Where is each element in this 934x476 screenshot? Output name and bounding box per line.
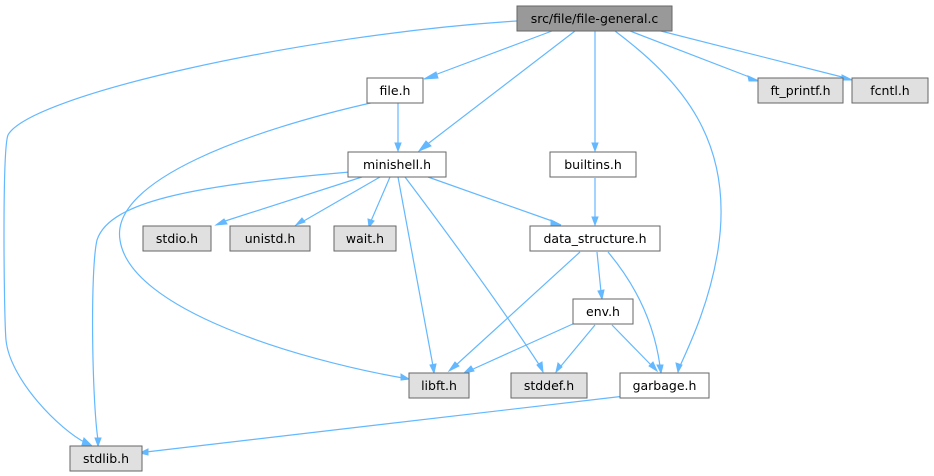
edge-file-minishell-arrow xyxy=(394,142,402,153)
node-garbage-h-label: garbage.h xyxy=(633,378,697,393)
edge-minishell-stdio-arrow xyxy=(214,218,228,226)
node-env-h-box xyxy=(572,298,634,325)
node-stdio-h[interactable]: stdio.h xyxy=(142,225,212,252)
edge-datastructure-garbage-arrow xyxy=(656,364,664,375)
node-file-h-box xyxy=(366,77,424,104)
edge-datastructure-env-arrow xyxy=(597,289,605,301)
node-ft-printf-h-box xyxy=(757,77,844,104)
edge-datastructure-libft-arrow xyxy=(447,361,460,373)
node-fcntl-h-label: fcntl.h xyxy=(870,83,909,98)
node-wait-h[interactable]: wait.h xyxy=(333,225,397,252)
node-garbage-h-box xyxy=(619,372,710,399)
node-builtins-h[interactable]: builtins.h xyxy=(549,151,637,178)
node-builtins-h-box xyxy=(549,151,637,178)
edge-minishell-unistd xyxy=(301,176,381,223)
edge-minishell-stdlib xyxy=(91,171,351,441)
edge-minishell-wait xyxy=(370,176,391,222)
edge-minishell-datastructure-arrow xyxy=(550,219,562,226)
edge-minishell-datastructure xyxy=(427,176,556,223)
edge-file-libft xyxy=(119,101,404,379)
node-stddef-h-label: stddef.h xyxy=(524,378,574,393)
node-stdlib-h[interactable]: stdlib.h xyxy=(69,445,143,472)
edge-datastructure-garbage xyxy=(607,251,661,367)
node-root-box xyxy=(516,5,673,32)
node-minishell-h-box xyxy=(347,151,447,178)
edge-env-libft xyxy=(470,322,576,371)
node-data-structure-h[interactable]: data_structure.h xyxy=(529,225,661,252)
edge-minishell-stddef-arrow xyxy=(536,361,544,374)
edge-root-file xyxy=(431,30,553,77)
node-unistd-h-label: unistd.h xyxy=(245,231,296,246)
node-data-structure-h-label: data_structure.h xyxy=(543,231,646,246)
dependency-edges xyxy=(3,20,853,456)
edge-env-libft-arrow xyxy=(462,365,475,374)
edge-root-ftprintf-arrow xyxy=(747,75,760,82)
node-unistd-h[interactable]: unistd.h xyxy=(229,225,311,252)
node-data-structure-h-box xyxy=(529,225,661,252)
edge-builtins-datastructure-arrow xyxy=(591,216,599,227)
node-libft-h-box xyxy=(408,372,470,399)
node-wait-h-box xyxy=(333,225,397,252)
node-stddef-h[interactable]: stddef.h xyxy=(510,372,588,399)
node-env-h[interactable]: env.h xyxy=(572,298,634,325)
edge-root-stdlib-arrow xyxy=(81,437,94,447)
node-stdio-h-label: stdio.h xyxy=(156,231,198,246)
node-builtins-h-label: builtins.h xyxy=(564,157,622,172)
edge-minishell-libft xyxy=(397,176,434,367)
edge-minishell-stddef xyxy=(404,176,541,367)
node-wait-h-label: wait.h xyxy=(346,231,384,246)
edge-minishell-libft-arrow xyxy=(429,363,437,375)
node-libft-h-label: libft.h xyxy=(421,378,457,393)
file-nodes: src/file/file-general.c file.h ft_printf… xyxy=(69,5,929,472)
node-minishell-h[interactable]: minishell.h xyxy=(347,151,447,178)
node-libft-h[interactable]: libft.h xyxy=(408,372,470,399)
node-root-label: src/file/file-general.c xyxy=(531,11,659,26)
edge-minishell-stdlib-arrow xyxy=(94,437,102,448)
node-ft-printf-h[interactable]: ft_printf.h xyxy=(757,77,844,104)
edge-file-libft-arrow xyxy=(400,373,411,381)
edge-env-stddef xyxy=(560,324,596,367)
node-env-h-label: env.h xyxy=(586,304,620,319)
node-garbage-h[interactable]: garbage.h xyxy=(619,372,710,399)
node-ft-printf-h-label: ft_printf.h xyxy=(770,83,830,98)
edge-datastructure-libft xyxy=(454,251,581,367)
edge-minishell-unistd-arrow xyxy=(294,217,306,227)
node-stdio-h-box xyxy=(142,225,212,252)
node-file-h[interactable]: file.h xyxy=(366,77,424,104)
node-unistd-h-box xyxy=(229,225,311,252)
node-stdlib-h-box xyxy=(69,445,143,472)
node-minishell-h-label: minishell.h xyxy=(363,157,431,172)
edge-root-minishell xyxy=(424,30,576,147)
edge-root-ftprintf xyxy=(629,30,753,79)
edge-garbage-stdlib xyxy=(145,395,626,453)
edge-root-minishell-arrow xyxy=(417,140,432,153)
edge-root-stdlib xyxy=(3,20,518,444)
edge-env-garbage xyxy=(611,324,653,367)
edge-minishell-wait-arrow xyxy=(367,218,375,229)
node-root-file[interactable]: src/file/file-general.c xyxy=(516,5,673,32)
node-stddef-h-box xyxy=(510,372,588,399)
edge-root-builtins-arrow xyxy=(591,142,599,153)
edge-datastructure-env xyxy=(596,251,602,293)
node-fcntl-h[interactable]: fcntl.h xyxy=(851,77,929,104)
node-stdlib-h-label: stdlib.h xyxy=(83,451,129,466)
edge-env-stddef-arrow xyxy=(555,362,563,374)
edge-root-file-arrow xyxy=(423,71,439,80)
edge-minishell-stdio xyxy=(221,176,363,223)
edge-root-fcntl xyxy=(644,26,847,79)
edge-root-garbage xyxy=(614,30,722,367)
node-file-h-label: file.h xyxy=(380,83,411,98)
node-fcntl-h-box xyxy=(851,77,929,104)
edge-root-garbage-arrow xyxy=(675,362,683,374)
edge-env-garbage-arrow xyxy=(648,361,659,373)
